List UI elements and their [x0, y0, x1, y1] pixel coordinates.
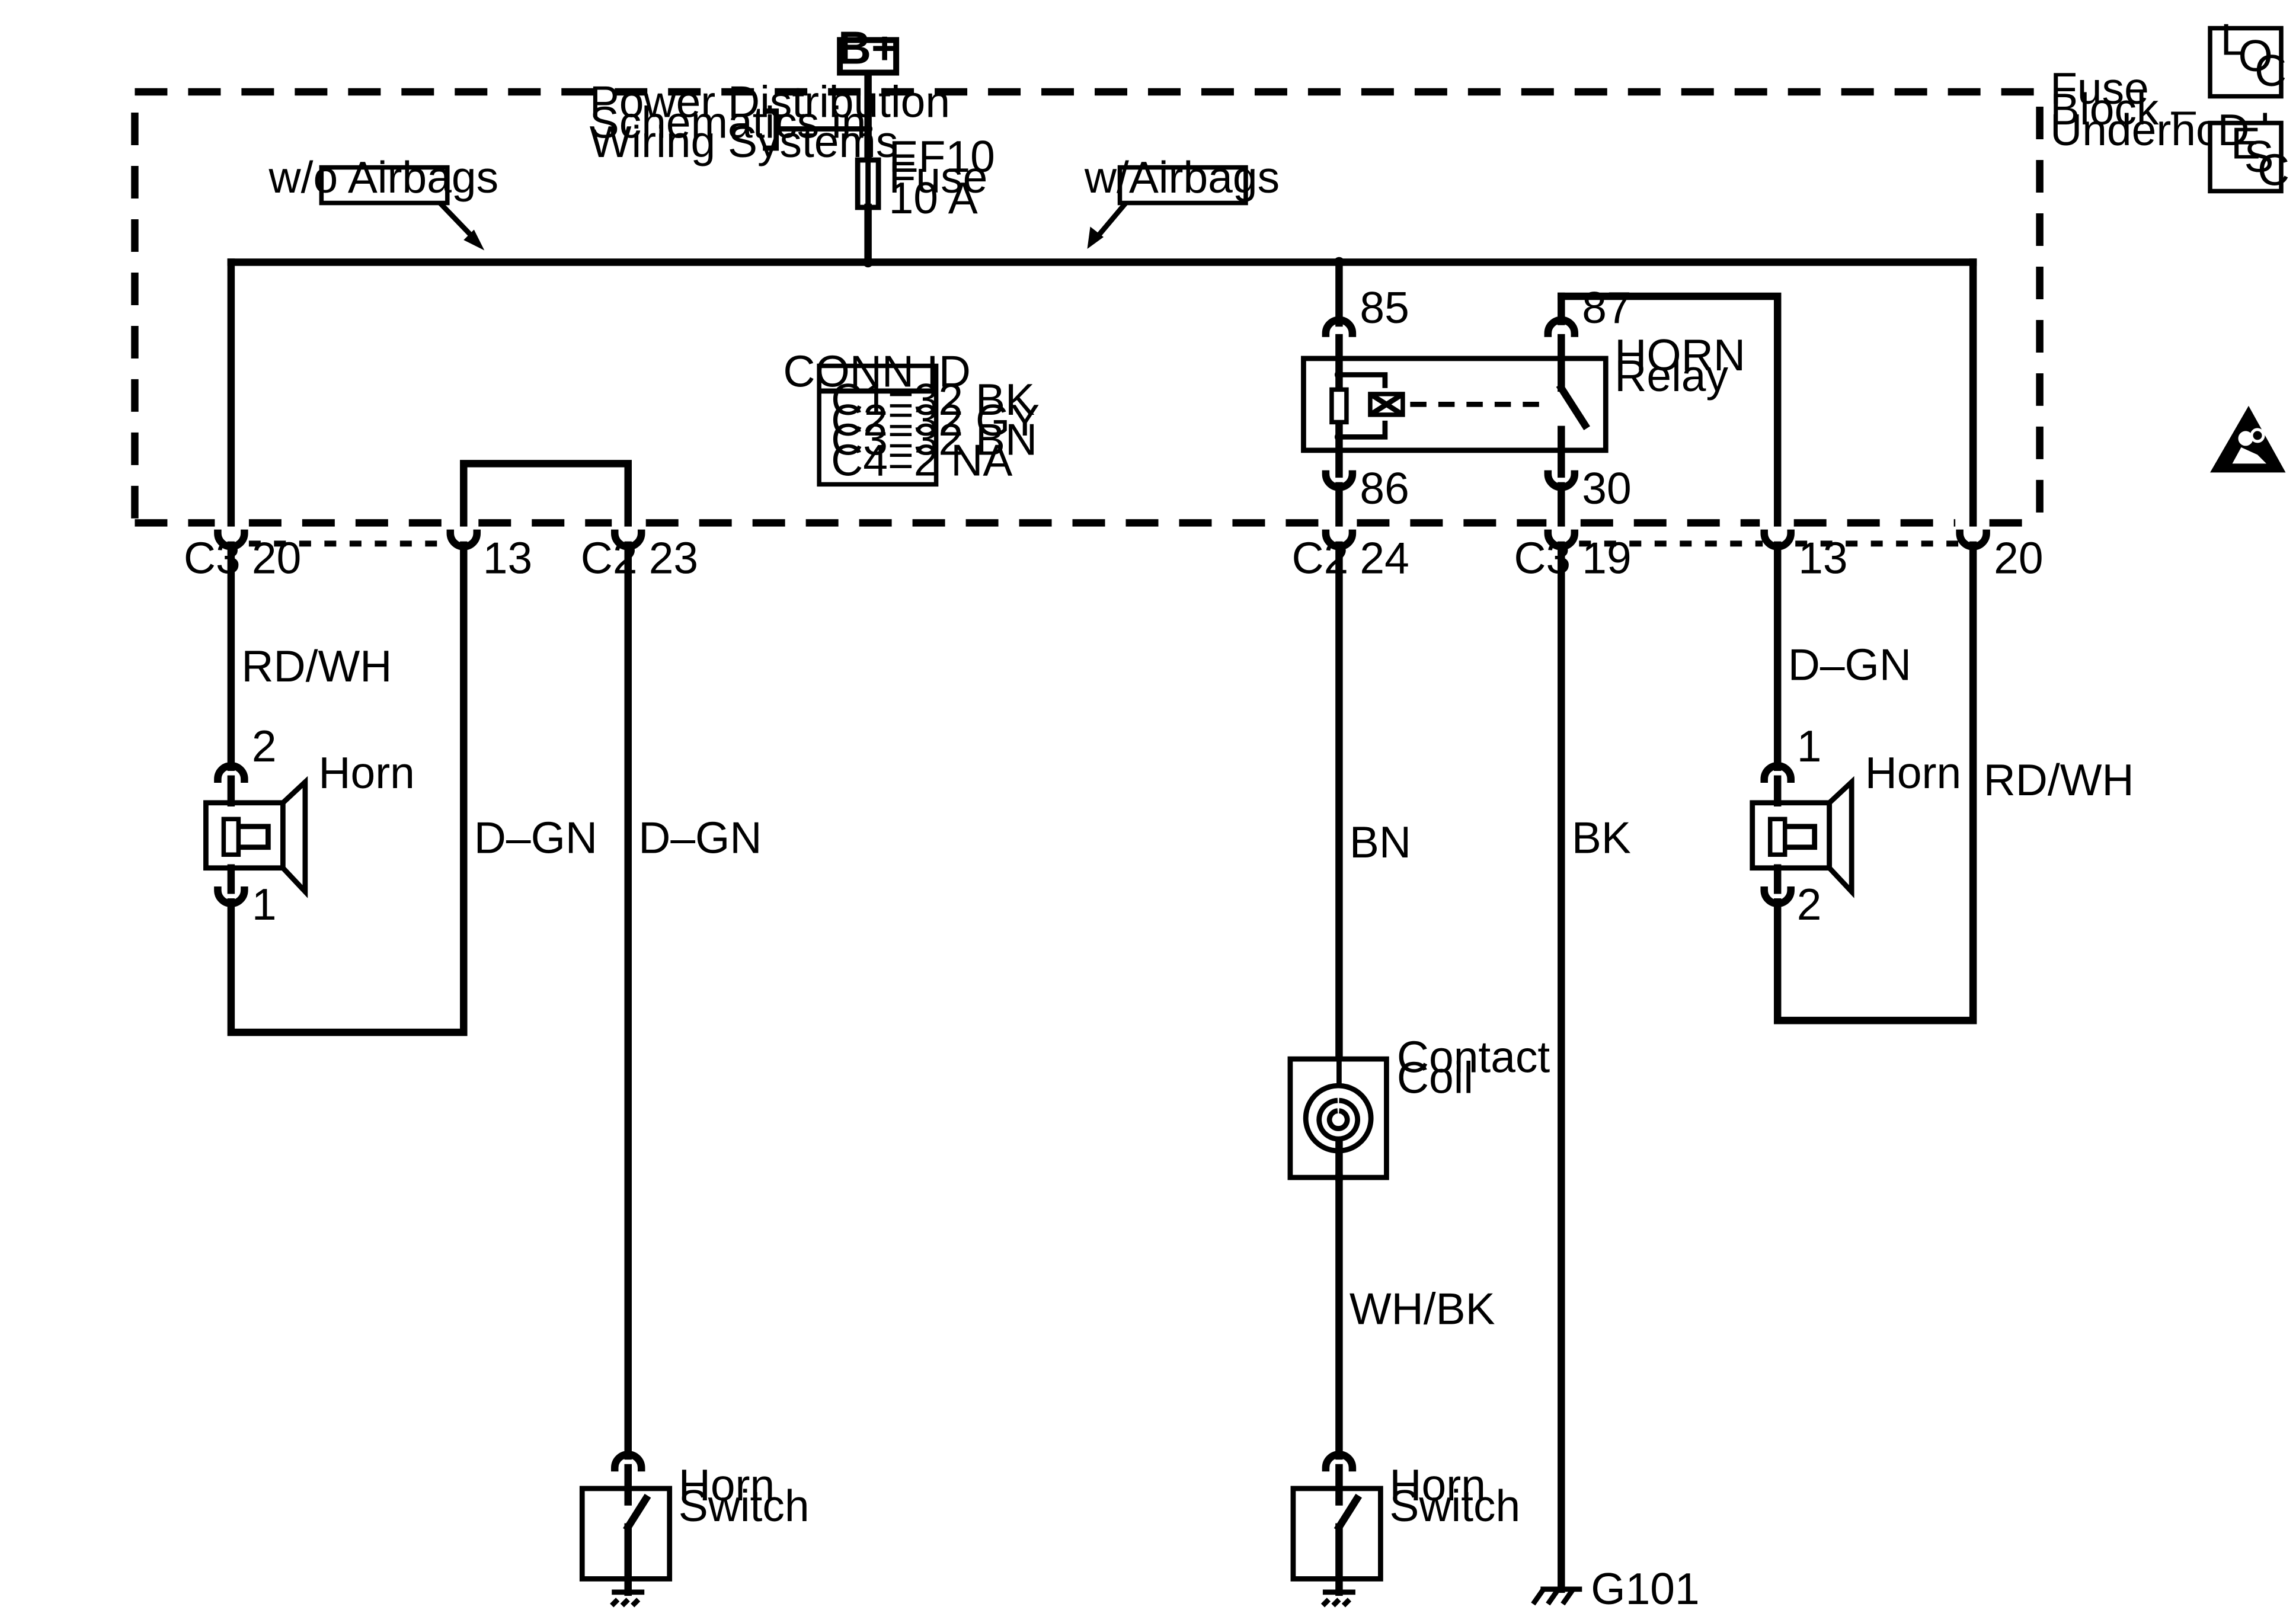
left-horn-pin-top: 2: [252, 721, 277, 771]
desc-letter-d: D: [2218, 105, 2250, 155]
fuse-block-underhood: Fuse Block – Underhood: [131, 63, 2270, 527]
right-switch-label-2: Switch: [1389, 1481, 1520, 1531]
with-airbags-tag: w/Airbags: [1084, 152, 1280, 249]
fuse-rating: 10 A: [889, 173, 978, 223]
conn-id-title: CONN ID: [783, 346, 971, 396]
right-horn: Horn: [1750, 748, 1961, 898]
contact-coil-label-2: Coil: [1397, 1053, 1473, 1103]
b-plus-label: B+: [838, 23, 898, 74]
pin-right-13: 13: [1798, 533, 1847, 582]
right-switch-label-1: Horn: [1389, 1460, 1486, 1510]
relay-label-1: HORN: [1614, 330, 1745, 380]
right-horn-pin-top: 1: [1797, 721, 1822, 771]
power-distribution-note: Power Distribution Schematics in Wiring …: [590, 77, 950, 167]
conn-id-row-3: C3=32 BN: [831, 414, 1037, 464]
pin-left-20: 20: [252, 533, 301, 582]
contact-coil-label-1: Contact: [1397, 1032, 1550, 1082]
relay-pin-85: 85: [1360, 283, 1409, 332]
pin-mid-19: 19: [1582, 533, 1631, 582]
without-airbags-tag: w/o Airbags: [268, 152, 499, 251]
left-horn-pin-bottom: 1: [252, 879, 277, 929]
airbag-warning-icon: [2210, 405, 2286, 473]
wire-left-horn-return: D–GN: [474, 813, 597, 863]
right-horn-label: Horn: [1865, 748, 1961, 798]
loc-icon[interactable]: L O C: [2208, 15, 2287, 99]
ground-label: G101: [1591, 1564, 1699, 1610]
fuse-name: EF10: [889, 132, 995, 181]
desc-letter-c: C: [2257, 145, 2289, 195]
loc-letter-o: O: [2239, 31, 2273, 81]
left-horn-label: Horn: [318, 748, 414, 798]
left-horn: Horn: [203, 748, 415, 898]
boundary-connectors: C3 20 13 C2 23 C2 24 C3 19 13 20: [184, 529, 2044, 582]
conn-id-row-1: C1=32 BK: [831, 375, 1035, 424]
conn-id-row-4: C4=2 NA: [831, 435, 1012, 485]
fuse-block-label-2: Block –: [2050, 84, 2196, 134]
left-horn-circuit: RD/WH 2 Horn 1 D–GN: [203, 541, 597, 1036]
wire-right-horn-return: RD/WH: [1984, 755, 2134, 805]
contact-coil-circuit: BN Contact Coil WH/BK Horn Switch: [1287, 541, 1550, 1608]
wire-relay-ground: BK: [1572, 813, 1631, 863]
ground-circuit: BK G101: [1531, 541, 1700, 1610]
wire-coil-to-switch: WH/BK: [1350, 1284, 1495, 1334]
power-distribution-line-3: Wiring Systems: [590, 117, 898, 167]
power-distribution-line-1: Power Distribution: [590, 77, 950, 127]
left-switch-label-2: Switch: [679, 1481, 810, 1531]
desc-letter-s: S: [2244, 132, 2274, 181]
right-horn-pin-bottom: 2: [1797, 879, 1822, 929]
left-switch-circuit: D–GN Horn Switch: [579, 541, 810, 1608]
conn-id-row-2: C2=32 GY: [831, 395, 1040, 445]
pin-right-20: 20: [1994, 533, 2043, 582]
relay-pin-87: 87: [1582, 283, 1631, 332]
power-distribution-line-2: Schematics in: [590, 98, 866, 148]
ground-g101: G101: [1531, 1564, 1700, 1610]
conn-id-table: CONN ID C1=32 BK C2=32 GY C3=32 BN C4=2 …: [783, 346, 1040, 487]
relay-pin-30: 30: [1582, 463, 1631, 513]
left-switch-label-1: Horn: [679, 1460, 775, 1510]
fuse-ef10: EF10 Fuse 10 A: [855, 132, 995, 223]
wire-right-horn-feed: D–GN: [1788, 639, 1911, 689]
relay-label-2: Relay: [1614, 351, 1728, 401]
with-airbags-text: w/Airbags: [1084, 152, 1280, 202]
wire-left-horn-feed: RD/WH: [241, 641, 392, 691]
pin-left-23: 23: [649, 533, 698, 582]
desc-letter-e: E: [2231, 119, 2260, 168]
fuse-type: Fuse: [889, 152, 988, 202]
pin-left-13: 13: [483, 533, 532, 582]
without-airbags-text: w/o Airbags: [268, 152, 499, 202]
right-horn-circuit: D–GN 1 Horn 2 RD/WH: [1750, 541, 2134, 1025]
desc-icon[interactable]: D E S C: [2208, 105, 2289, 195]
left-horn-switch: Horn Switch: [579, 1460, 810, 1608]
loc-letter-l: L: [2221, 15, 2246, 65]
right-horn-switch: Horn Switch: [1290, 1460, 1520, 1608]
wire-relay-to-coil: BN: [1350, 817, 1411, 867]
fuse-block-label-1: Fuse: [2050, 63, 2149, 113]
pin-mid-24: 24: [1360, 533, 1409, 582]
loc-letter-c: C: [2255, 46, 2287, 95]
wire-left-switch: D–GN: [638, 813, 762, 863]
horn-relay: 85 86 87 30 HORN Relay: [1301, 258, 1782, 527]
battery-positive-source: B+: [837, 23, 900, 76]
contact-coil: Contact Coil: [1287, 1032, 1550, 1182]
relay-pin-86: 86: [1360, 463, 1409, 513]
